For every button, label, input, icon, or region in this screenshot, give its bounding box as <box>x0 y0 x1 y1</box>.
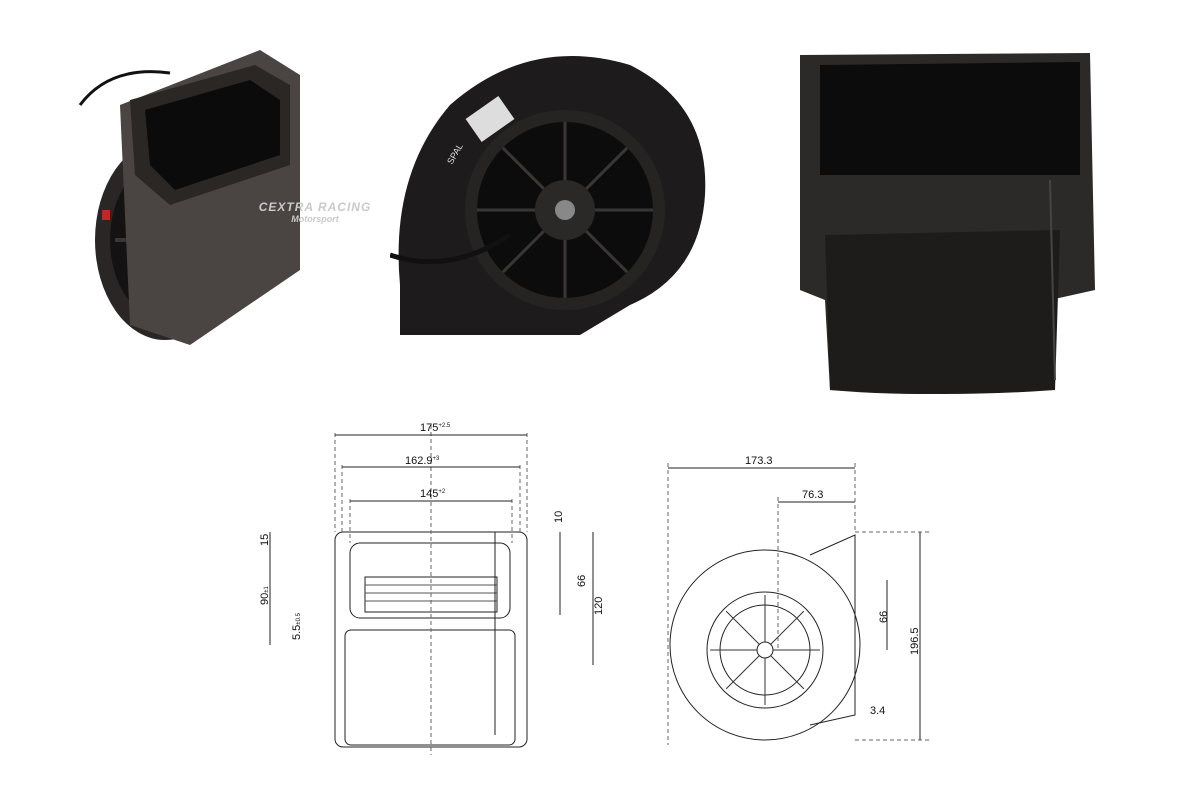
photo-blower-outlet <box>800 53 1095 394</box>
watermark-line2: Motorsport <box>291 214 339 224</box>
dim-66-side: 66 <box>878 611 890 623</box>
watermark-logo: CEXTRA RACING Motorsport <box>255 200 375 224</box>
dim-196-5: 196.5 <box>909 627 921 655</box>
dim-90: 90±1 <box>259 585 271 605</box>
fan-spoke <box>585 146 629 190</box>
photo-blower-side: SPAL <box>390 56 706 335</box>
dim-175: 175+2.5 <box>420 422 451 434</box>
fan-spoke <box>585 230 629 274</box>
fan-spoke <box>770 610 805 645</box>
dim-145: 145+2 <box>420 488 446 500</box>
photo-blower-angled <box>78 50 300 345</box>
fan-spoke <box>725 610 760 645</box>
fan-spoke <box>501 146 545 190</box>
dim-15: 15 <box>259 534 271 546</box>
dim-173-3: 173.3 <box>745 455 773 467</box>
technical-drawing: 175+2.5 162.9+3 145+2 10 66 120 15 90±1 … <box>259 422 930 755</box>
dim-162-9: 162.9+3 <box>405 455 440 467</box>
watermark-line1: CEXTRA RACING <box>258 200 372 214</box>
dim-5-5: 5.5±0.5 <box>291 612 303 640</box>
dim-10: 10 <box>553 511 565 523</box>
dim-120: 120 <box>593 597 605 615</box>
fan-spoke <box>770 655 805 690</box>
dim-66-front: 66 <box>576 575 588 587</box>
dim-76-3: 76.3 <box>802 489 823 501</box>
side-view-housing <box>669 549 861 741</box>
fan-spoke <box>725 655 760 690</box>
fan-spoke <box>501 230 545 274</box>
dim-3-4: 3.4 <box>870 705 885 717</box>
